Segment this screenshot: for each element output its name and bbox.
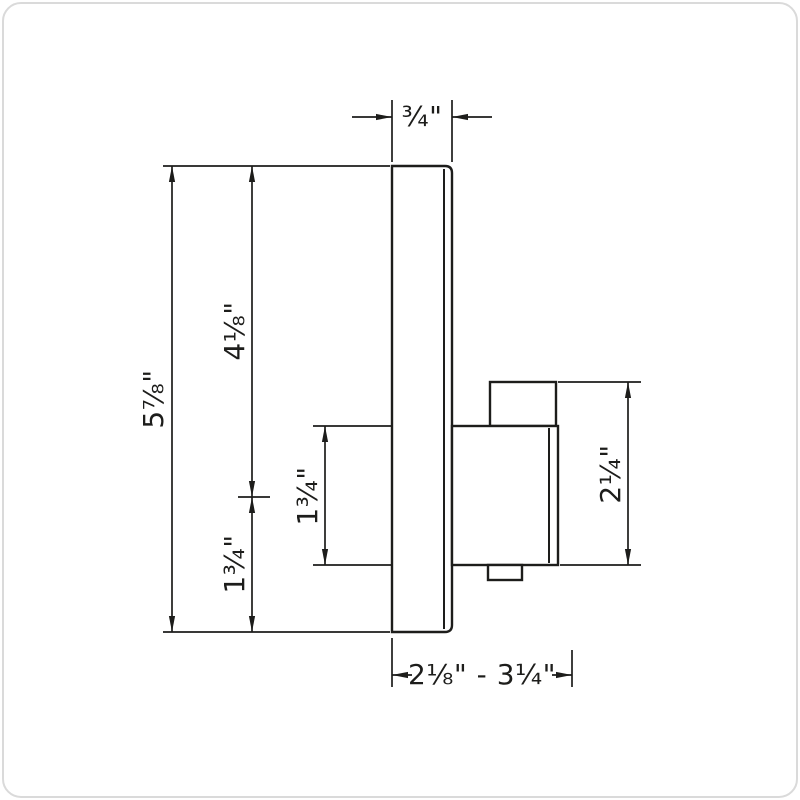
dim-label-upper-section: 4⅛" (218, 301, 251, 360)
dim-label-overall-height: 5⅞" (137, 369, 170, 428)
dim-handle-height (313, 425, 392, 566)
dim-label-handle-overall: 2¼" (594, 444, 627, 503)
dim-plate-depth (352, 100, 492, 162)
dim-label-handle-height: 1¾" (291, 466, 324, 525)
dim-label-plate-depth: ¾" (401, 100, 442, 133)
dim-depth-range (391, 638, 573, 687)
handle-stem (488, 380, 558, 428)
dim-overall-height (163, 165, 390, 633)
handle-tab (486, 563, 524, 582)
plate-outline (390, 164, 454, 634)
escutcheon-plate (390, 164, 454, 634)
dim-label-lower-section: 1¾" (218, 534, 251, 593)
handle (450, 380, 560, 582)
handle-body (450, 424, 560, 567)
dim-label-depth-range: 2⅛" - 3¼" (408, 658, 556, 691)
dim-handle-overall (558, 381, 641, 566)
